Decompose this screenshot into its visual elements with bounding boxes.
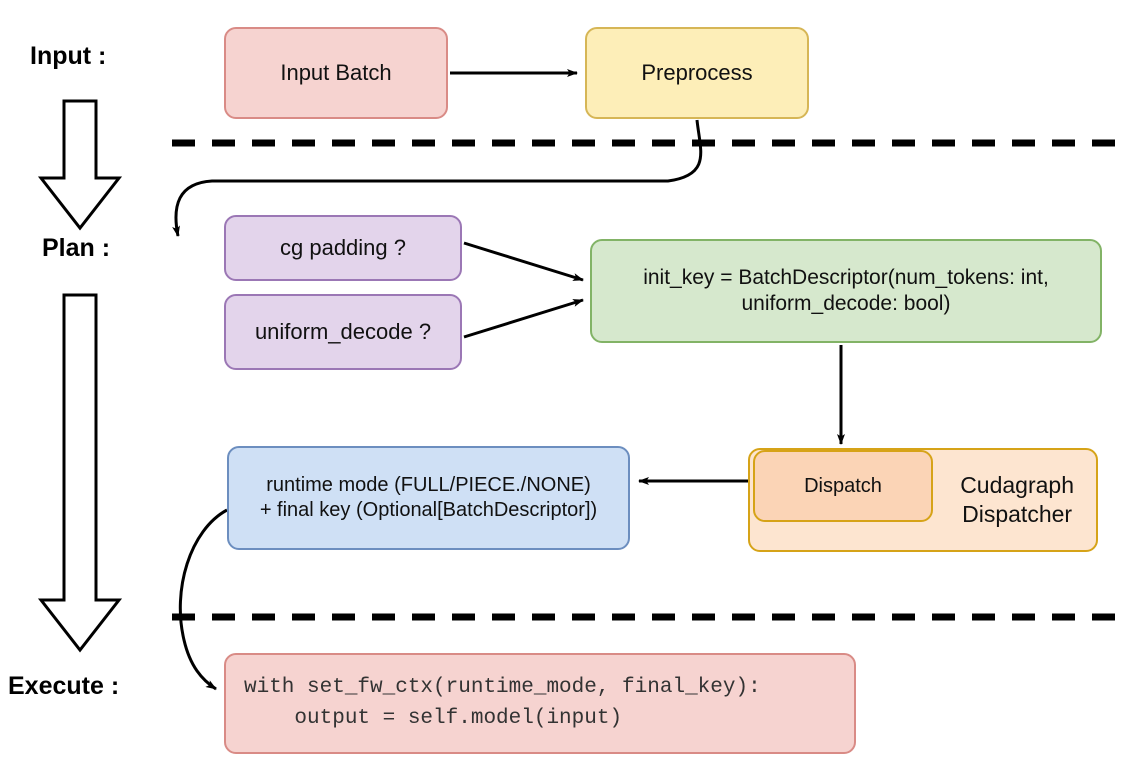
- node-cudagraph-dispatcher-line-2: Dispatcher: [962, 501, 1073, 527]
- node-preprocess[interactable]: Preprocess: [585, 27, 809, 119]
- node-init-key-line-1: init_key = BatchDescriptor(num_tokens: i…: [643, 265, 1049, 289]
- input-to-plan-arrow: [37, 99, 123, 231]
- node-runtime-mode-line-2: + final key (Optional[BatchDescriptor]): [259, 499, 598, 521]
- edge-uniform-decode-to-init-key: [463, 298, 584, 339]
- node-input-batch[interactable]: Input Batch: [224, 27, 448, 119]
- node-cg-padding-label: cg padding ?: [280, 235, 406, 261]
- node-runtime-mode-label: runtime mode (FULL/PIECE./NONE) + final …: [260, 473, 597, 523]
- node-execute-code-label: with set_fw_ctx(runtime_mode, final_key)…: [244, 676, 761, 730]
- node-preprocess-label: Preprocess: [641, 60, 753, 86]
- node-init-key-label: init_key = BatchDescriptor(num_tokens: i…: [643, 265, 1049, 318]
- node-runtime-mode-line-1: runtime mode (FULL/PIECE./NONE): [266, 474, 591, 496]
- edge-cg-padding-to-init-key: [463, 241, 584, 282]
- edge-runtime-mode-to-execute-code: [178, 508, 228, 691]
- node-uniform-decode-label: uniform_decode ?: [254, 319, 432, 345]
- stage-label-input: Input :: [30, 42, 107, 70]
- node-cudagraph-dispatcher-line-1: Cudagraph: [960, 472, 1074, 499]
- node-runtime-mode[interactable]: runtime mode (FULL/PIECE./NONE) + final …: [227, 446, 630, 550]
- plan-to-execute-arrow: [37, 293, 123, 653]
- node-uniform-decode[interactable]: uniform_decode ?: [224, 294, 462, 370]
- stage-label-plan: Plan :: [42, 234, 111, 262]
- node-init-key-line-2: uniform_decode: bool): [741, 292, 951, 315]
- node-cg-padding[interactable]: cg padding ?: [224, 215, 462, 281]
- node-init-key[interactable]: init_key = BatchDescriptor(num_tokens: i…: [590, 239, 1102, 343]
- stage-label-execute: Execute :: [8, 672, 120, 700]
- node-dispatch-label: Dispatch: [804, 474, 882, 497]
- node-cudagraph-dispatcher-label: Cudagraph Dispatcher: [960, 471, 1074, 529]
- node-execute-code[interactable]: with set_fw_ctx(runtime_mode, final_key)…: [224, 653, 856, 754]
- node-dispatch[interactable]: Dispatch: [753, 450, 933, 522]
- node-input-batch-label: Input Batch: [280, 60, 392, 86]
